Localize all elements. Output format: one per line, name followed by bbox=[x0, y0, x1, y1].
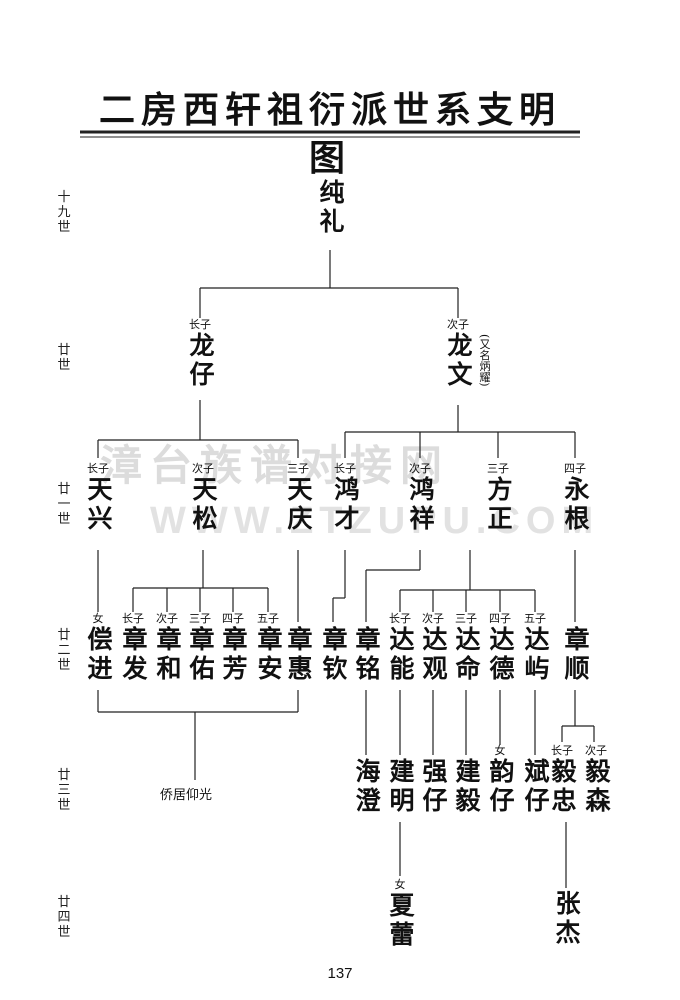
generation-label-19: 十九世 bbox=[57, 190, 71, 235]
person-yunzai: 女 韵仔 bbox=[486, 744, 515, 816]
watermark-text: 漳台族谱对接网 bbox=[100, 441, 451, 490]
person-daming: 三子 达命 bbox=[452, 612, 481, 684]
person-zhangfa: 长子 章发 bbox=[119, 612, 148, 684]
person-hongcai: 长子 鸿才 bbox=[331, 462, 360, 534]
person-longzai: 长子 龙仔 bbox=[186, 318, 215, 390]
generation-label-23: 廿三世 bbox=[57, 768, 71, 813]
person-yizhong: 长子 毅忠 bbox=[548, 744, 577, 816]
person-zhangjie: 张杰 bbox=[552, 890, 581, 948]
person-zhangyou: 三子 章佑 bbox=[186, 612, 215, 684]
person-zhangan: 五子 章安 bbox=[254, 612, 283, 684]
person-tianqing: 三子 天庆 bbox=[284, 462, 313, 534]
person-daneng: 长子 达能 bbox=[386, 612, 415, 684]
person-chunli: 纯礼 bbox=[316, 179, 345, 237]
watermark-url: WWW.ZTZUPU.COM bbox=[150, 500, 600, 542]
person-dade: 四子 达德 bbox=[486, 612, 515, 684]
person-dayu: 五子 达屿 bbox=[521, 612, 550, 684]
person-zhangming: 章铭 bbox=[352, 626, 381, 684]
person-hongxiang: 次子 鸿祥 bbox=[406, 462, 435, 534]
person-binzai: 斌仔 bbox=[521, 758, 550, 816]
page-number: 137 bbox=[327, 965, 353, 982]
person-zhangqin: 章钦 bbox=[319, 626, 348, 684]
person-haicheng: 海澄 bbox=[352, 758, 381, 816]
person-jianyi: 建毅 bbox=[452, 758, 481, 816]
person-changjin: 女 偿进 bbox=[84, 612, 113, 684]
residence-caption: 侨居仰光 bbox=[160, 788, 213, 803]
page-title: 二房西轩祖衍派世系支明图 bbox=[98, 89, 561, 179]
person-zhanghui: 章惠 bbox=[284, 626, 313, 684]
person-daguan: 次子 达观 bbox=[419, 612, 448, 684]
alias-note: (又名炳耀) bbox=[478, 334, 491, 387]
person-zhanghe: 次子 章和 bbox=[153, 612, 182, 684]
person-tianxing: 长子 天兴 bbox=[84, 462, 113, 534]
person-xialei: 女 夏蕾 bbox=[386, 878, 415, 950]
person-fangzheng: 三子 方正 bbox=[484, 462, 513, 534]
person-zhangshun: 章顺 bbox=[561, 626, 590, 684]
person-yonggen: 四子 永根 bbox=[561, 462, 590, 534]
person-qiangzai: 强仔 bbox=[419, 758, 448, 816]
generation-label-24: 廿四世 bbox=[57, 895, 71, 940]
person-zhangfang: 四子 章芳 bbox=[219, 612, 248, 684]
generation-label-21: 廿一世 bbox=[57, 482, 71, 527]
person-tiansong: 次子 天松 bbox=[189, 462, 218, 534]
generation-label-22: 廿二世 bbox=[57, 628, 71, 673]
generation-label-20: 廿世 bbox=[57, 343, 71, 373]
person-jianming: 建明 bbox=[386, 758, 415, 816]
person-longwen: 次子 龙文 bbox=[444, 318, 473, 390]
person-yisen: 次子 毅森 bbox=[582, 744, 611, 816]
